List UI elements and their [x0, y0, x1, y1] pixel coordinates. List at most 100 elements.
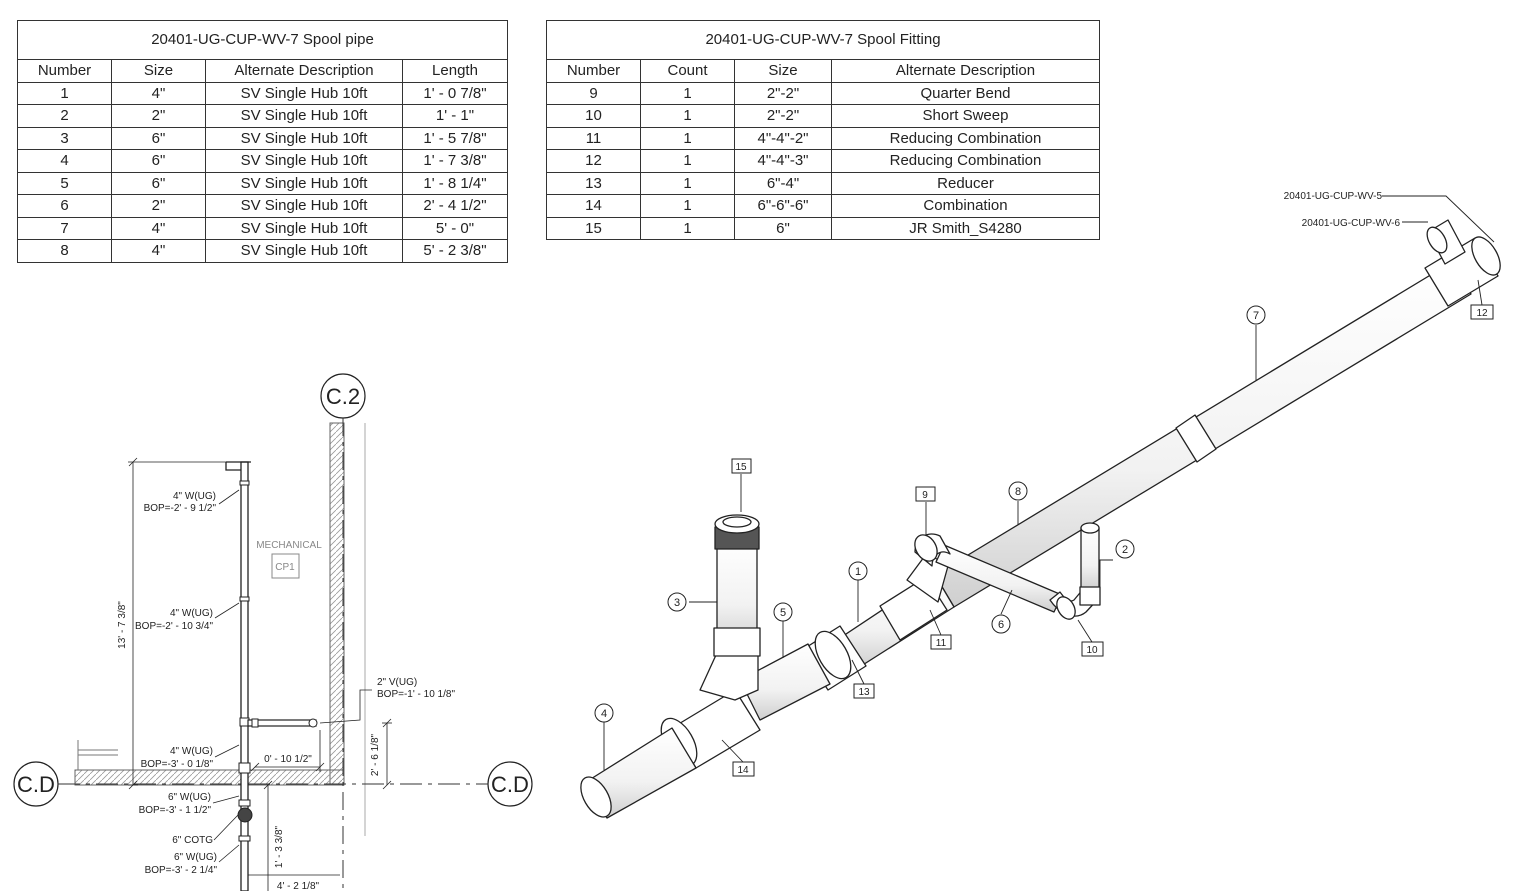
note-1-size: 4" W(UG): [173, 491, 216, 502]
fitting-row-cell: Reducing Combination: [831, 149, 1100, 173]
leader-5: [212, 795, 240, 804]
room-number: CP1: [275, 562, 295, 573]
dim-branch-horizontal: 0' - 10 1/2": [264, 754, 312, 765]
branch-coupling: [251, 718, 259, 728]
pipe-tag-1: 1: [848, 561, 868, 581]
svg-text:9: 9: [922, 490, 928, 501]
fitting-row-cell: 2"-2": [734, 104, 832, 128]
spool-label-wv6: 20401-UG-CUP-WV-6: [1302, 218, 1401, 229]
svg-text:8: 8: [1015, 486, 1021, 498]
pipe-col-description: Alternate Description: [205, 59, 403, 83]
note-1-bop: BOP=-2' - 9 1/2": [144, 503, 217, 514]
fitting-tag-14: 14: [732, 761, 755, 777]
pipe-row-cell: 5' - 0": [402, 216, 508, 240]
svg-text:4: 4: [601, 708, 607, 720]
svg-text:3: 3: [674, 597, 680, 609]
fitting-row-cell: Combination: [831, 194, 1100, 218]
fitting-10-end: [1056, 596, 1076, 620]
spool-label-wv5: 20401-UG-CUP-WV-5: [1284, 191, 1383, 202]
door-symbol: [77, 740, 118, 770]
svg-text:11: 11: [936, 638, 947, 649]
svg-text:7: 7: [1253, 310, 1259, 322]
pipe-row-cell: 1' - 1": [402, 104, 508, 128]
plan-view: [13, 373, 533, 891]
dim-lower-horizontal: 4' - 2 1/8": [277, 881, 320, 891]
note-7-size: 6" W(UG): [174, 852, 217, 863]
svg-text:13: 13: [858, 687, 870, 698]
note-5-bop: BOP=-3' - 1 1/2": [139, 805, 212, 816]
main-pipe-plan: [240, 461, 249, 891]
pipe-row-cell: 1' - 7 3/8": [402, 149, 508, 173]
note-3-bop: BOP=-1' - 10 1/8": [377, 689, 455, 700]
pipe-row-cell: 6: [17, 194, 112, 218]
fitting-row-cell: 6"-4": [734, 171, 832, 195]
dim-lower-vertical: 1' - 3 3/8": [274, 825, 285, 868]
pipe-row-cell: SV Single Hub 10ft: [205, 126, 403, 150]
pipe-row-cell: SV Single Hub 10ft: [205, 81, 403, 105]
note-7-bop: BOP=-3' - 2 1/4": [145, 865, 218, 876]
wall-horizontal: [74, 769, 345, 786]
note-2-size: 4" W(UG): [170, 608, 213, 619]
fitting-row-cell: 4"-4"-3": [734, 149, 832, 173]
pipe-row-cell: 1' - 8 1/4": [402, 171, 508, 195]
coupling-6: [238, 835, 251, 842]
pipe-row-cell: 1' - 5 7/8": [402, 126, 508, 150]
fitting-row-cell: 14: [546, 194, 641, 218]
svg-text:15: 15: [735, 462, 747, 473]
grid-label-cd-right: C.D: [491, 772, 529, 797]
pipe-tag-8: 8: [1008, 481, 1028, 501]
pipe-tag-4: 4: [594, 703, 614, 723]
leader-7: [218, 844, 240, 863]
pipe-row-cell: 2' - 4 1/2": [402, 194, 508, 218]
note-4-bop: BOP=-3' - 0 1/8": [141, 759, 214, 770]
fitting-tags: 15 9 11 10 13 14 12: [731, 304, 1494, 777]
pipe-2-top: [1080, 522, 1100, 534]
pipe-tag-3: 3: [667, 592, 687, 612]
fitting-12-end: [1471, 236, 1501, 276]
fitting-row-cell: 6": [734, 216, 832, 240]
fitting-tag-12: 12: [1470, 304, 1494, 320]
spool-pipe-title: 20401-UG-CUP-WV-7 Spool pipe: [17, 20, 508, 59]
fitting-col-size: Size: [734, 59, 832, 83]
note-4-size: 4" W(UG): [170, 746, 213, 757]
plan-annotations: C.2 C.D C.D MECHANICAL CP1 4" W(UG) BOP=…: [17, 384, 529, 891]
svg-text:10: 10: [1086, 645, 1098, 656]
iso-leaders: [603, 195, 1495, 770]
note-6-size: 6" COTG: [172, 835, 213, 846]
svg-text:2: 2: [1122, 544, 1128, 556]
pipe-row-cell: SV Single Hub 10ft: [205, 149, 403, 173]
pipe-col-length: Length: [402, 59, 508, 83]
wall-vertical: [329, 422, 345, 786]
fitting-wv6-end: [1426, 226, 1448, 254]
note-5-size: 6" W(UG): [168, 792, 211, 803]
pipe-row-cell: 5: [17, 171, 112, 195]
pipe-2-body: [1080, 527, 1100, 591]
fitting-tag-11: 11: [930, 634, 952, 650]
fitting-row-cell: 2"-2": [734, 81, 832, 105]
fitting-14-branch: [699, 654, 759, 701]
dim-main-vertical: 13' - 7 3/8": [117, 601, 128, 649]
dimension-lines: [128, 457, 392, 891]
leader-1: [218, 489, 240, 505]
fitting-row-cell: Reducer: [831, 171, 1100, 195]
fitting-row-cell: 15: [546, 216, 641, 240]
svg-text:6: 6: [998, 619, 1004, 631]
fitting-row-cell: Reducing Combination: [831, 126, 1100, 150]
pipe-row-cell: SV Single Hub 10ft: [205, 239, 403, 263]
leader-6: [213, 814, 239, 841]
leader-3: [319, 689, 372, 724]
note-3-size: 2" V(UG): [377, 677, 417, 688]
fitting-13-ring: [814, 630, 852, 680]
pipe-4-end: [580, 776, 612, 818]
pipe-tag-2: 2: [1115, 539, 1135, 559]
